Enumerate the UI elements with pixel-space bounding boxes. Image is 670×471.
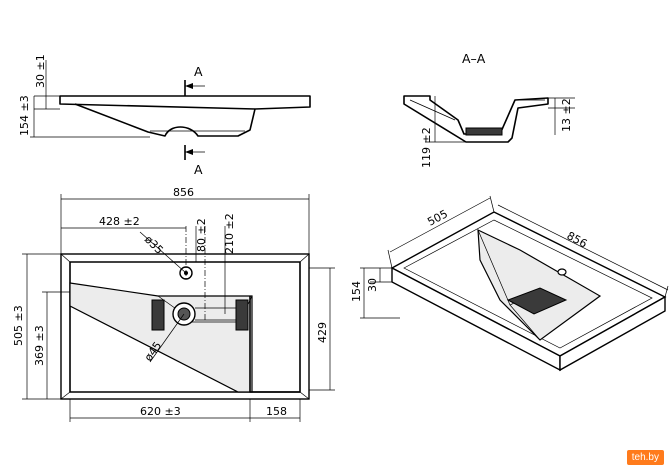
section-view: A–A 119 ±2 13 ±2: [403, 51, 575, 168]
iso-dim-depth: 505: [425, 207, 450, 228]
iso-dim-rim: 30: [366, 278, 379, 292]
side-dim-height: 154 ±3: [18, 95, 31, 136]
top-view: 856 428 ±2 80 ±2 210 ±2 ø35 ø45 505 ±3 3…: [12, 186, 335, 422]
side-dim-rim: 30 ±1: [34, 54, 47, 88]
top-dim-hole-x: 428 ±2: [99, 215, 140, 228]
section-label: A–A: [462, 51, 486, 66]
side-view: A A 30 ±1 154 ±3: [18, 54, 311, 177]
section-mark-top: A: [194, 64, 203, 79]
iso-tap-hole: [557, 268, 567, 276]
section-dim-depth: 119 ±2: [420, 127, 433, 168]
top-dim-basin-width: 620 ±3: [140, 405, 181, 418]
watermark-logo: teh.by: [626, 450, 664, 465]
iso-dim-height: 154: [350, 281, 363, 302]
top-dim-right-depth: 429: [316, 322, 329, 343]
section-dim-rim: 13 ±2: [560, 98, 573, 132]
top-dim-depth-total: 505 ±3: [12, 305, 25, 346]
top-dim-hole-y: 80 ±2: [195, 218, 208, 252]
section-mark-bottom: A: [194, 162, 203, 177]
top-dim-drain-y: 210 ±2: [223, 213, 236, 254]
top-dim-basin-depth: 369 ±3: [33, 325, 46, 366]
iso-dim-width: 856: [565, 229, 590, 250]
iso-view: 505 856 154 30: [350, 195, 669, 372]
top-dim-shelf-width: 158: [266, 405, 287, 418]
top-dim-width: 856: [173, 186, 194, 199]
